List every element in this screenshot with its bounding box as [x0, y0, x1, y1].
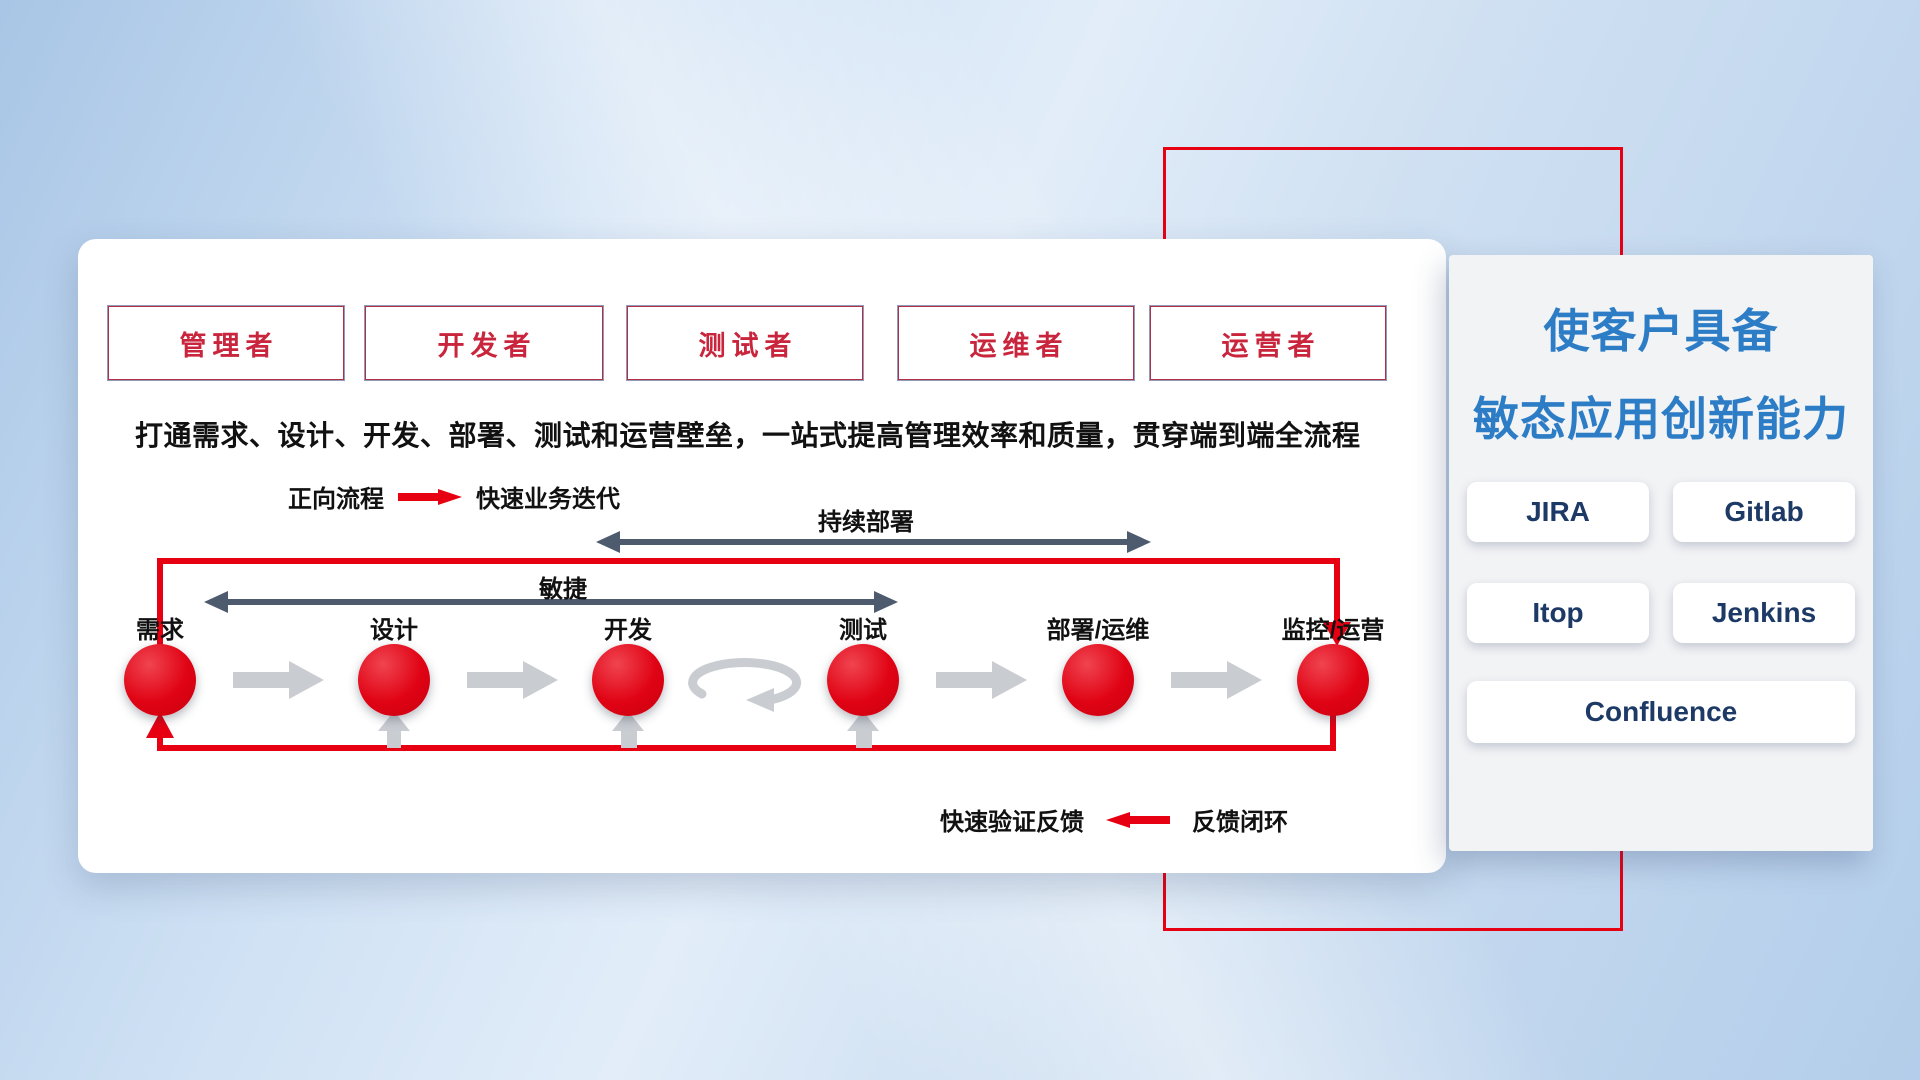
- forward-legend: 正向流程 快速业务迭代: [288, 479, 620, 514]
- role-box-ops: 运维者: [898, 306, 1134, 380]
- process-description: 打通需求、设计、开发、部署、测试和运营壁垒，一站式提高管理效率和质量，贯穿端到端…: [135, 420, 1361, 451]
- role-label: 管理者: [179, 330, 279, 361]
- feedback-legend-text: 反馈闭环: [1192, 809, 1288, 836]
- stage-label-design: 设计: [370, 617, 418, 644]
- stage-label-monitor-op: 监控/运营: [1281, 617, 1385, 644]
- stage-node-design: [358, 644, 430, 716]
- red-right-arrow-icon: [398, 488, 462, 505]
- role-label: 运维者: [969, 330, 1069, 361]
- role-box-operator: 运营者: [1150, 306, 1386, 380]
- stage-node-requirements: [124, 644, 196, 716]
- forward-legend-label: 正向流程: [288, 486, 384, 513]
- stage-node-test: [827, 644, 899, 716]
- capability-panel: 使客户具备 敏态应用创新能力 JIRA Gitlab Itop Jenkins …: [1449, 255, 1873, 851]
- feedback-legend: 快速验证反馈 反馈闭环: [940, 802, 1288, 837]
- stage-node-monitor-op: [1297, 644, 1369, 716]
- panel-title-line2: 敏态应用创新能力: [1473, 393, 1849, 445]
- role-label: 测试者: [698, 330, 798, 361]
- feedback-legend-label: 快速验证反馈: [940, 809, 1084, 836]
- stage-label-develop: 开发: [604, 617, 652, 644]
- tool-chip-itop: Itop: [1467, 583, 1649, 643]
- panel-title-line1: 使客户具备: [1543, 305, 1779, 357]
- forward-legend-text: 快速业务迭代: [476, 486, 620, 513]
- role-label: 运营者: [1221, 330, 1321, 361]
- stage-node-deploy-ops: [1062, 644, 1134, 716]
- role-box-tester: 测试者: [627, 306, 863, 380]
- tool-chip-jira: JIRA: [1467, 482, 1649, 542]
- role-label: 开发者: [437, 330, 537, 361]
- stage-label-requirements: 需求: [136, 617, 184, 644]
- tool-chip-gitlab: Gitlab: [1673, 482, 1855, 542]
- stage-node-develop: [592, 644, 664, 716]
- red-left-arrow-icon: [1106, 811, 1170, 828]
- tool-chip-confluence: Confluence: [1467, 681, 1855, 743]
- role-box-manager: 管理者: [108, 306, 344, 380]
- agile-label: 敏捷: [539, 576, 587, 603]
- continuous-deploy-label: 持续部署: [818, 509, 914, 536]
- stage-label-deploy-ops: 部署/运维: [1046, 617, 1150, 644]
- role-box-developer: 开发者: [365, 306, 603, 380]
- stage-label-test: 测试: [839, 617, 887, 644]
- tool-chip-jenkins: Jenkins: [1673, 583, 1855, 643]
